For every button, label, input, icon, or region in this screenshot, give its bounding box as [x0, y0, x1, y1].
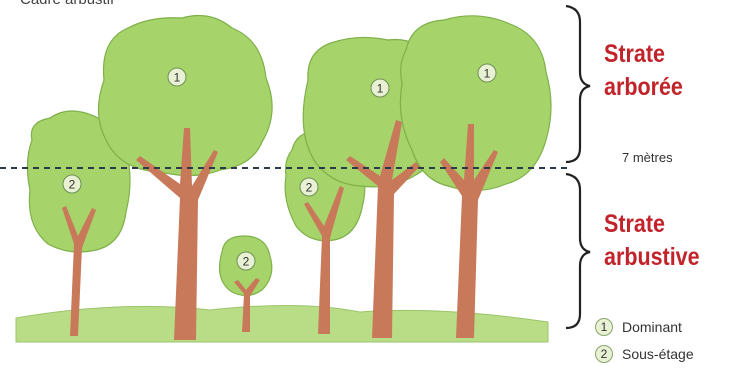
tree-badge-dominant-center: 1: [371, 79, 389, 97]
legend-label-dominant: Dominant: [622, 319, 682, 335]
tree-badge-understory-small: 2: [237, 252, 255, 270]
strate-arboree-line1: Strate: [604, 38, 683, 71]
legend-label-understory: Sous-étage: [622, 346, 694, 362]
legend-badge-1: 1: [595, 318, 613, 336]
tree-badge-dominant-right: 1: [478, 64, 496, 82]
legend-badge-2: 2: [595, 345, 613, 363]
tree-badge-label: 2: [69, 178, 76, 192]
tree-badge-understory-left: 2: [63, 175, 81, 193]
tree-badge-understory-right: 2: [300, 178, 318, 196]
tree-badge-label: 1: [377, 82, 384, 96]
brace-arbustive: [566, 174, 590, 328]
strate-arbustive-title: Strate arbustive: [604, 208, 700, 274]
brace-arboree: [566, 6, 590, 162]
tree-badge-label: 1: [484, 67, 491, 81]
dominant-tree-right: [400, 16, 551, 338]
tree-badge-dominant-left: 1: [168, 68, 186, 86]
tree-badge-label: 2: [243, 255, 250, 269]
height-7m-label: 7 mètres: [622, 150, 673, 165]
strate-arbustive-line1: Strate: [604, 208, 700, 241]
tree-badge-label: 2: [306, 181, 313, 195]
legend-item-understory: 2 Sous-étage: [595, 345, 694, 363]
strate-arboree-line2: arborée: [604, 71, 683, 104]
strate-arboree-title: Strate arborée: [604, 38, 683, 104]
cropped-top-caption: Cadre arbustif: [20, 0, 114, 8]
legend-item-dominant: 1 Dominant: [595, 318, 682, 336]
tree-badge-label: 1: [174, 71, 181, 85]
strate-arbustive-line2: arbustive: [604, 241, 700, 274]
